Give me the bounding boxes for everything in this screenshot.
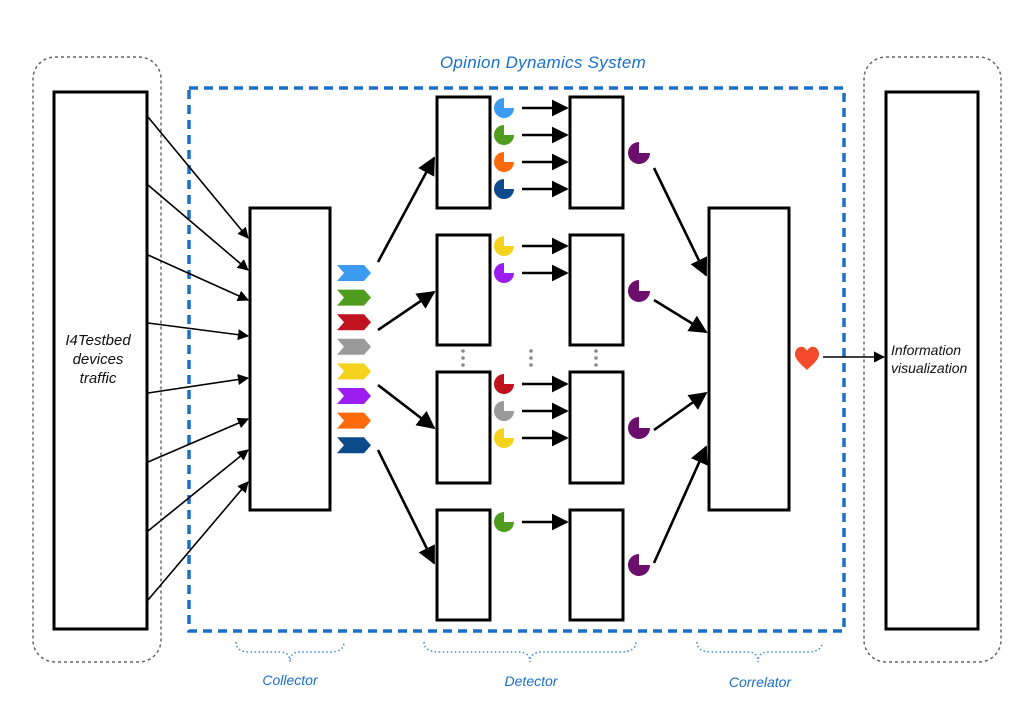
chevron-green-icon — [337, 289, 371, 306]
stage-label-collector: Collector — [262, 672, 319, 688]
chevron-purple-icon — [337, 388, 371, 404]
pie-gray-icon — [494, 401, 514, 421]
ellipsis-dots — [461, 349, 598, 367]
chevron-gray-icon — [337, 338, 371, 355]
heart-icon — [795, 346, 819, 370]
detector-output-pies — [628, 142, 650, 576]
detector-box-4a — [435, 508, 492, 622]
source-label-line3: traffic — [80, 370, 117, 387]
detector-brace — [423, 641, 637, 663]
pie-output-icon — [628, 417, 650, 439]
pie-blue-icon — [494, 98, 514, 118]
chevron-yellow-icon — [337, 363, 371, 380]
pie-navy-icon — [494, 179, 514, 199]
correlator-box — [707, 206, 791, 512]
collector-output-chevrons — [337, 265, 371, 454]
pie-orange-icon — [494, 152, 514, 172]
output-box — [884, 90, 980, 631]
detector-box-4b — [568, 508, 625, 622]
system-title: Opinion Dynamics System — [440, 53, 646, 72]
source-box — [52, 90, 149, 631]
pie-green-icon — [494, 512, 514, 532]
detector-box-2a — [435, 233, 492, 347]
chevron-navy-icon — [337, 437, 371, 454]
collector-brace — [235, 641, 345, 663]
pie-yellow-icon — [494, 428, 514, 448]
source-label-line1: I4Testbed — [65, 332, 131, 349]
detector-box-2b — [568, 233, 625, 347]
detector-box-1b — [568, 95, 625, 210]
correlator-brace — [696, 641, 823, 663]
collector-box — [248, 206, 332, 512]
pie-output-icon — [628, 142, 650, 164]
detector-left-boxes — [435, 95, 492, 622]
traffic-arrows — [147, 116, 250, 601]
source-group-outline — [32, 56, 162, 663]
chevron-red-icon — [337, 314, 371, 331]
output-label-line1: Information — [891, 342, 961, 358]
output-label-line2: visualization — [891, 360, 967, 376]
detector-box-1a — [435, 95, 492, 210]
output-group-outline — [863, 56, 1002, 663]
detector-box-3b — [568, 370, 625, 485]
detector-pies — [494, 98, 569, 532]
pie-green-icon — [494, 125, 514, 145]
chevron-orange-icon — [337, 412, 371, 429]
pie-output-icon — [628, 554, 650, 576]
stage-label-detector: Detector — [505, 673, 559, 689]
collector-to-detector-arrows — [376, 156, 436, 565]
pie-red-icon — [494, 374, 514, 394]
pie-yellow-icon — [494, 236, 514, 256]
detector-right-boxes — [568, 95, 625, 622]
pie-purple-icon — [494, 263, 514, 283]
stage-label-correlator: Correlator — [729, 674, 793, 690]
pie-output-icon — [628, 280, 650, 302]
chevron-blue-icon — [337, 265, 371, 281]
detector-box-3a — [435, 370, 492, 485]
source-label-line2: devices — [73, 351, 124, 368]
detector-to-correlator-arrows — [652, 167, 708, 564]
stage-braces — [235, 641, 823, 663]
